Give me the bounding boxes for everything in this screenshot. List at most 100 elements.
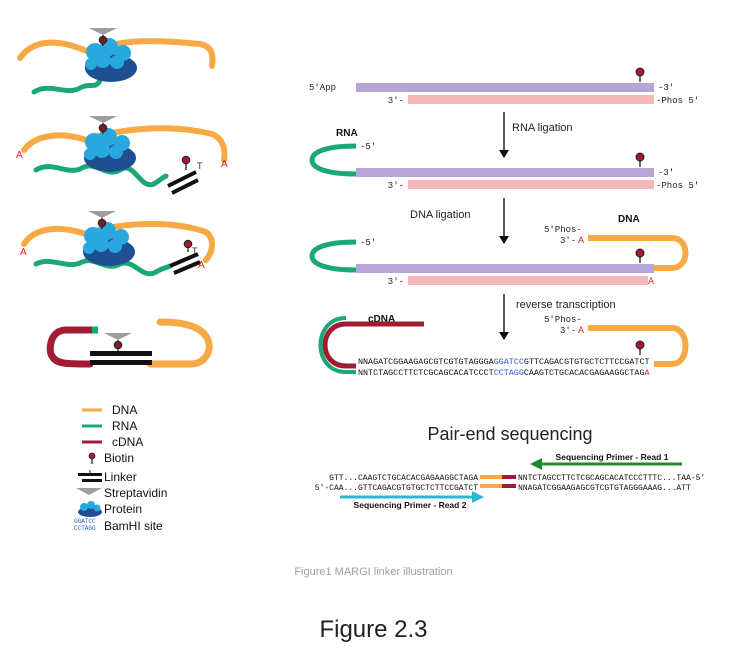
three-prime-label: 3'- bbox=[560, 326, 576, 336]
stage-4: cDNA 5'Phos- 3'- A NNAGATCGGAAGAGCGTCGTG… bbox=[318, 314, 689, 378]
protein-icon bbox=[83, 222, 135, 266]
linker-sequence-top: NNAGATCGGAAGAGCGTCGTGTAGGGAGGATCCGTTCAGA… bbox=[358, 357, 650, 367]
adenine-label: A bbox=[198, 260, 205, 271]
rna-strand bbox=[318, 316, 356, 374]
stage-3: -5' 3'- A DNA 5'Phos- 3'- A bbox=[309, 214, 689, 287]
cdna-strand bbox=[322, 321, 424, 369]
dna-strand bbox=[588, 235, 689, 271]
linker-bottom-strand bbox=[408, 276, 648, 285]
linker-top-strand bbox=[356, 168, 654, 177]
arrow-head-icon bbox=[499, 150, 509, 158]
dna-strand bbox=[146, 318, 213, 368]
read-right-top: NNTCTAGCCTTCTCGCAGCACATCCCTTTC...TAA-5' bbox=[518, 474, 705, 483]
streptavidin-biotin-icon bbox=[103, 332, 133, 352]
workflow: 5'App 3'- -3' -Phos 5' RNA ligation RNA … bbox=[309, 67, 699, 378]
legend: DNA RNA cDNA Biotin Linker Streptavidin … bbox=[74, 403, 167, 533]
left-panel-1 bbox=[17, 27, 216, 95]
adenine-label: A bbox=[648, 276, 654, 286]
left-panel-4 bbox=[46, 318, 213, 368]
three-prime-label: 3'- bbox=[388, 277, 404, 287]
arrow-head-icon bbox=[499, 332, 509, 340]
legend-item: Biotin bbox=[104, 451, 134, 465]
left-panel-3: A A T bbox=[20, 210, 215, 277]
five-prime-label: -5' bbox=[360, 142, 376, 152]
adenine-label: A bbox=[221, 159, 228, 170]
five-phos-label: 5'Phos- bbox=[544, 315, 582, 325]
primer-arrow-head-icon bbox=[472, 491, 484, 503]
pair-end-section: Pair-end sequencing Sequencing Primer - … bbox=[315, 424, 705, 510]
legend-item: BamHI site bbox=[104, 519, 163, 533]
five-app-label: 5'App bbox=[309, 83, 336, 93]
biotin-icon bbox=[635, 340, 645, 356]
adenine-label: A bbox=[578, 325, 584, 335]
rna-strand bbox=[309, 239, 357, 273]
rna-label: RNA bbox=[336, 128, 358, 139]
stage-2: RNA -5' 3'- -3' -Phos 5' bbox=[309, 128, 699, 191]
phos-five-label: -Phos 5' bbox=[656, 96, 699, 106]
three-prime-label: 3'- bbox=[388, 181, 404, 191]
legend-item: Linker bbox=[104, 470, 137, 484]
biotin-icon bbox=[635, 67, 645, 83]
dna-strand bbox=[588, 325, 689, 367]
three-prime-label: 3'- bbox=[388, 96, 404, 106]
adenine-label: A bbox=[20, 247, 27, 258]
dna-segment bbox=[480, 475, 502, 479]
dna-strand bbox=[21, 125, 228, 163]
dna-strand bbox=[17, 38, 216, 69]
read-left-top: GTT...CAAGTCTGCACACGAGAAGGCTAGA bbox=[329, 474, 478, 483]
dna-strand bbox=[21, 221, 215, 263]
legend-item: DNA bbox=[112, 403, 137, 417]
five-prime-label: -5' bbox=[360, 238, 376, 248]
stage-1: 5'App 3'- -3' -Phos 5' bbox=[309, 67, 699, 106]
dna-label: DNA bbox=[618, 214, 640, 225]
three-prime-label: -3' bbox=[658, 168, 674, 178]
step-label: reverse transcription bbox=[516, 299, 616, 311]
biotin-icon bbox=[88, 452, 96, 464]
cdna-segment bbox=[502, 484, 516, 488]
linker-bottom-strand bbox=[408, 95, 654, 104]
five-phos-label: 5'Phos- bbox=[544, 225, 582, 235]
step-label: DNA ligation bbox=[410, 209, 471, 221]
legend-item: Protein bbox=[104, 502, 142, 516]
cdna-segment bbox=[502, 475, 516, 479]
protein-icon bbox=[78, 501, 102, 517]
cdna-strand bbox=[46, 326, 96, 368]
primer-read1-label: Sequencing Primer - Read 1 bbox=[556, 452, 669, 462]
thymine-label: T bbox=[197, 161, 203, 171]
linker-top-strand bbox=[356, 264, 654, 273]
linker-sequence-bottom: NNTCTAGCCTTCTCGCAGCACATCCCTCCTAGGCAAGTCT… bbox=[358, 368, 650, 378]
adenine-label: A bbox=[16, 150, 23, 161]
protein-icon bbox=[84, 128, 136, 172]
pair-end-title: Pair-end sequencing bbox=[427, 424, 592, 444]
primer-arrow-head-icon bbox=[530, 458, 542, 470]
arrow-head-icon bbox=[499, 236, 509, 244]
three-prime-label: -3' bbox=[658, 83, 674, 93]
primer-read2-label: Sequencing Primer - Read 2 bbox=[354, 500, 467, 510]
linker-icon bbox=[167, 155, 199, 195]
step-label: RNA ligation bbox=[512, 122, 573, 134]
linker-icon bbox=[169, 239, 201, 275]
figure-caption: Figure1 MARGI linker illustration bbox=[294, 566, 453, 578]
left-panel-2: A A T bbox=[16, 115, 228, 195]
figure-number: Figure 2.3 bbox=[319, 616, 428, 643]
rna-strand bbox=[309, 143, 357, 177]
read-right-bottom: NNAGATCGGAAGAGCGTCGTGTAGGGAAAG...ATT bbox=[518, 484, 691, 493]
linker-icon bbox=[90, 351, 152, 365]
legend-item: RNA bbox=[112, 419, 137, 433]
thymine-label: T bbox=[192, 246, 198, 256]
legend-item: cDNA bbox=[112, 435, 143, 449]
biotin-icon bbox=[635, 152, 645, 168]
adenine-label: A bbox=[578, 235, 584, 245]
read-left-bottom: 5'-CAA...GTTCAGACGTGTGCTCTTCCGATCT bbox=[315, 484, 478, 493]
dna-segment bbox=[480, 484, 502, 488]
legend-item: Streptavidin bbox=[104, 486, 167, 500]
streptavidin-icon bbox=[76, 488, 102, 495]
bamhi-site-icon: CCTAGG bbox=[74, 525, 96, 532]
linker-bottom-strand bbox=[408, 180, 654, 189]
cdna-label: cDNA bbox=[368, 314, 395, 325]
bamhi-site-icon: GGATCC bbox=[74, 518, 96, 525]
phos-five-label: -Phos 5' bbox=[656, 181, 699, 191]
three-prime-label: 3'- bbox=[560, 236, 576, 246]
linker-top-strand bbox=[356, 83, 654, 92]
